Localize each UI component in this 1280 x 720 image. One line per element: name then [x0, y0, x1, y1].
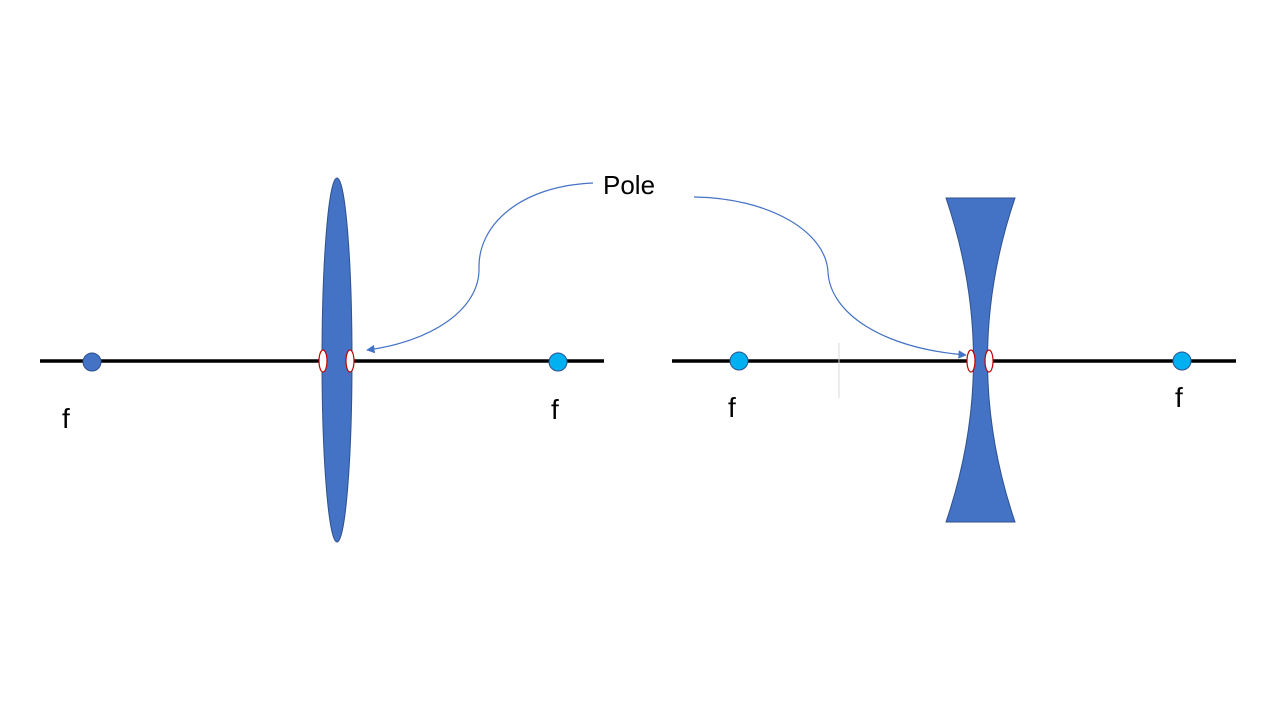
pole-marker-convex-right: [345, 349, 355, 373]
pole-leader-line-left: [366, 182, 594, 354]
pole-marker-concave-left: [966, 349, 976, 373]
pole-marker-convex-left: [318, 349, 328, 373]
pole-marker-concave-right: [984, 349, 994, 373]
focal-label-right-lens-left: f: [728, 392, 736, 423]
concave-lens: [945, 197, 1016, 523]
pole-leader-line-right: [693, 196, 967, 359]
focal-label-left-lens-left: f: [62, 403, 70, 434]
convex-lens-group: [40, 177, 604, 543]
concave-lens-group: [672, 197, 1236, 523]
focus-point-left-lens-right: [548, 352, 568, 372]
focus-point-left-lens-left: [82, 352, 102, 372]
pole-label: Pole: [603, 170, 656, 200]
focal-label-right-lens-right: f: [1175, 382, 1183, 413]
focus-point-right-lens-left: [729, 351, 749, 371]
focus-point-right-lens-right: [1172, 351, 1192, 371]
focal-label-left-lens-right: f: [551, 394, 559, 425]
